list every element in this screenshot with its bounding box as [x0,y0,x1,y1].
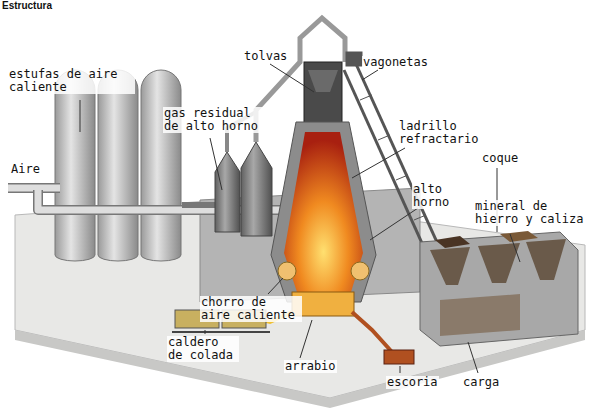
part-label: caldero de colada [167,336,239,362]
part-label: gas residual de alto horno [163,107,265,133]
part-label: ladrillo refractario [398,120,486,146]
charge-bins [420,231,578,346]
part-label: tolvas [243,50,288,63]
leader-lines [80,64,520,373]
furnace [271,62,376,316]
part-label: chorro de aire caliente [200,296,302,322]
part-label: Aire [10,163,41,176]
part-label: carga [462,376,500,389]
part-label: escoria [386,376,439,389]
slab-edge [15,330,585,408]
part-label: vagonetas [362,56,429,69]
part-label: alto horno [412,183,460,209]
hot-air-stoves [55,70,181,261]
title: Estructura [2,0,52,11]
part-label: coque [481,152,519,165]
part-label: arrabio [284,360,337,373]
part-label: mineral de hierro y caliza [474,200,586,226]
part-label: estufas de aire caliente [8,68,135,94]
